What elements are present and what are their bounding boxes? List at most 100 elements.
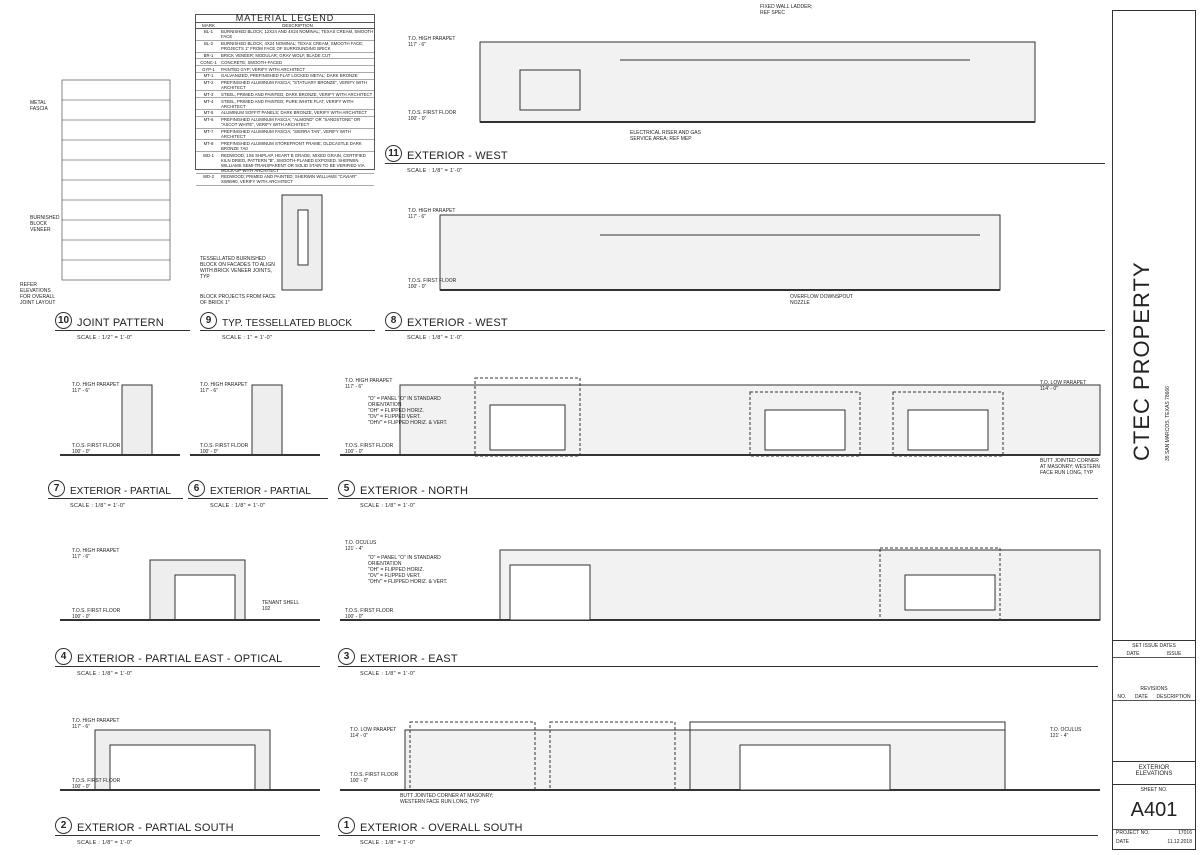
- legend-mark: MT-4: [203, 98, 214, 104]
- drawing-title-8: 8 EXTERIOR - WEST: [385, 312, 1105, 331]
- legend-description: REDWOOD; PRIMED AND PAINTED; SHERWIN WIL…: [221, 174, 357, 185]
- legend-mark: MT-3: [203, 91, 214, 97]
- drawing-scale: SCALE : 1/8" = 1'-0": [70, 503, 126, 509]
- note-refer: REFER ELEVATIONS FOR OVERALL JOINT LAYOU…: [20, 282, 56, 306]
- legend-mark: MT-2: [203, 80, 214, 86]
- level-high-parapet: T.O. HIGH PARAPET 117' - 6": [408, 208, 456, 220]
- drawing-number: 9: [200, 312, 217, 329]
- drawing-name: EXTERIOR - WEST: [407, 317, 508, 329]
- note-riser: ELECTRICAL RISER AND GAS SERVICE AREA; R…: [630, 130, 701, 142]
- drawing-name: EXTERIOR - OVERALL SOUTH: [360, 822, 523, 834]
- level-first-floor: T.O.S. FIRST FLOOR 100' - 0": [72, 778, 121, 790]
- drawing-number: 2: [55, 817, 72, 834]
- drawing-name: EXTERIOR - PARTIAL EAST - OPTICAL: [77, 653, 283, 665]
- legend-description: REDWOOD; 1X6 SHIPLAP, HEART B GRADE, MIX…: [221, 152, 366, 173]
- drawing-number: 8: [385, 312, 402, 329]
- level-high-parapet: T.O. HIGH PARAPET 117' - 6": [345, 378, 393, 390]
- level-first-floor: T.O.S. FIRST FLOOR 100' - 0": [345, 608, 394, 620]
- sheet-no-label: SHEET NO.: [1113, 784, 1195, 793]
- level-oculus: T.O. OCULUS 121' - 4": [1050, 727, 1082, 739]
- legend-mark: BL-1: [203, 29, 214, 35]
- note-ladder: FIXED WALL LADDER; REF SPEC: [760, 4, 813, 16]
- note-panel-orientation: "O" = PANEL "O" IN STANDARD ORIENTATION …: [368, 396, 448, 426]
- drawing-number: 1: [338, 817, 355, 834]
- drawing-number: 11: [385, 145, 402, 162]
- legend-description: PREFINISHED ALUMINUM FASCIA; "ALMOND" OR…: [221, 117, 361, 128]
- rev-date-col: DATE: [1134, 694, 1148, 700]
- drawing-number: 3: [338, 648, 355, 665]
- drawing-scale: SCALE : 1/8" = 1'-0": [77, 840, 133, 846]
- level-low-parapet: T.O. LOW PARAPET 114' - 0": [350, 727, 397, 739]
- issue-col: ISSUE: [1166, 651, 1182, 657]
- legend-description: CONCRETE; SMOOTH-FACED: [221, 59, 283, 65]
- drawing-title-7: 7 EXTERIOR - PARTIAL: [48, 480, 183, 499]
- legend-description: PREFINISHED ALUMINUM STOREFRONT FRAME; O…: [221, 140, 362, 151]
- drawing-scale: SCALE : 1/8" = 1'-0": [210, 503, 266, 509]
- drawing-title-5: 5 EXTERIOR - NORTH: [338, 480, 1098, 499]
- legend-description: PAINTED GYP; VERIFY WITH ARCHITECT: [221, 66, 306, 72]
- drawing-name: EXTERIOR - WEST: [407, 150, 508, 162]
- level-high-parapet: T.O. HIGH PARAPET 117' - 6": [72, 382, 120, 394]
- drawing-name: EXTERIOR - PARTIAL: [210, 486, 311, 497]
- legend-row: MT-3 STEEL, PRIMED AND PAINTED; DARK BRON…: [196, 91, 374, 99]
- drawing-scale: SCALE : 1/8" = 1'-0": [407, 168, 463, 174]
- drawing-number: 4: [55, 648, 72, 665]
- col-description: DESCRIPTION: [282, 23, 313, 28]
- drawing-title-2: 2 EXTERIOR - PARTIAL SOUTH: [55, 817, 320, 836]
- legend-mark: CONC-1: [200, 59, 217, 65]
- project-address: 35 SAN MARCOS, TEXAS 78666: [1165, 386, 1171, 461]
- legend-mark: MT-6: [203, 117, 214, 123]
- level-high-parapet: T.O. HIGH PARAPET 117' - 6": [72, 718, 120, 730]
- legend-row: WD-1 REDWOOD; 1X6 SHIPLAP, HEART B GRADE,…: [196, 152, 374, 174]
- drawing-scale: SCALE : 1/8" = 1'-0": [360, 671, 416, 677]
- note-butt-joint: BUTT JOINTED CORNER AT MASONRY; WESTERN …: [400, 793, 494, 805]
- sheet-number: A401: [1130, 799, 1178, 821]
- level-first-floor: T.O.S. FIRST FLOOR 100' - 0": [345, 443, 394, 455]
- drawing-name: JOINT PATTERN: [77, 317, 164, 329]
- drawing-title-1: 1 EXTERIOR - OVERALL SOUTH: [338, 817, 1098, 836]
- legend-mark: BL-2: [203, 41, 214, 47]
- legend-mark: MT-8: [203, 140, 214, 146]
- legend-mark: GYP-1: [202, 66, 215, 72]
- note-butt-joint: BUTT JOINTED CORNER AT MASONRY; WESTERN …: [1040, 458, 1100, 476]
- set-issue-dates: SET ISSUE DATES: [1132, 643, 1176, 649]
- date-value: 11.12.2018: [1167, 839, 1192, 845]
- project-no-label: PROJECT NO.: [1116, 830, 1150, 836]
- drawing-scale: SCALE : 1" = 1'-0": [222, 335, 273, 341]
- legend-mark: BR-1: [203, 52, 214, 58]
- drawing-scale: SCALE : 1/8" = 1'-0": [407, 335, 463, 341]
- legend-description: STEEL, PRIMED AND PAINTED; DARK BRONZE, …: [221, 91, 373, 97]
- legend-row: WD-2 REDWOOD; PRIMED AND PAINTED; SHERWIN…: [196, 174, 374, 186]
- legend-row: MT-8 PREFINISHED ALUMINUM STOREFRONT FRAM…: [196, 140, 374, 153]
- revisions: REVISIONS: [1140, 686, 1168, 692]
- drawing-name: EXTERIOR - NORTH: [360, 485, 469, 497]
- legend-mark: MT-7: [203, 128, 214, 134]
- drawing-number: 7: [48, 480, 65, 497]
- no-col: NO.: [1117, 694, 1127, 700]
- level-first-floor: T.O.S. FIRST FLOOR 100' - 0": [200, 443, 249, 455]
- drawing-name: EXTERIOR - PARTIAL: [70, 486, 171, 497]
- legend-mark: WD-2: [203, 174, 214, 180]
- note-panel-orientation: "O" = PANEL "O" IN STANDARD ORIENTATION …: [368, 555, 448, 585]
- level-high-parapet: T.O. HIGH PARAPET 117' - 6": [408, 36, 456, 48]
- drawing-number: 10: [55, 312, 72, 329]
- note-overflow: OVERFLOW DOWNSPOUT NOZZLE: [790, 294, 853, 306]
- legend-row: GYP-1 PAINTED GYP; VERIFY WITH ARCHITECT: [196, 66, 374, 73]
- legend-mark: WD-1: [203, 152, 214, 158]
- legend-description: BURNISHED BLOCK; 4X24 NOMINAL; TEXAS CRE…: [221, 41, 364, 52]
- drawing-title-3: 3 EXTERIOR - EAST: [338, 648, 1098, 667]
- level-first-floor: T.O.S. FIRST FLOOR 100' - 0": [408, 110, 457, 122]
- drawing-scale: SCALE : 1/8" = 1'-0": [360, 503, 416, 509]
- date-label: DATE: [1116, 839, 1129, 845]
- drawing-title-11: 11 EXTERIOR - WEST: [385, 145, 1105, 164]
- drawing-scale: SCALE : 1/8" = 1'-0": [77, 671, 133, 677]
- drawing-name: EXTERIOR - EAST: [360, 653, 458, 665]
- drawing-name: EXTERIOR - PARTIAL SOUTH: [77, 822, 234, 834]
- drawing-number: 5: [338, 480, 355, 497]
